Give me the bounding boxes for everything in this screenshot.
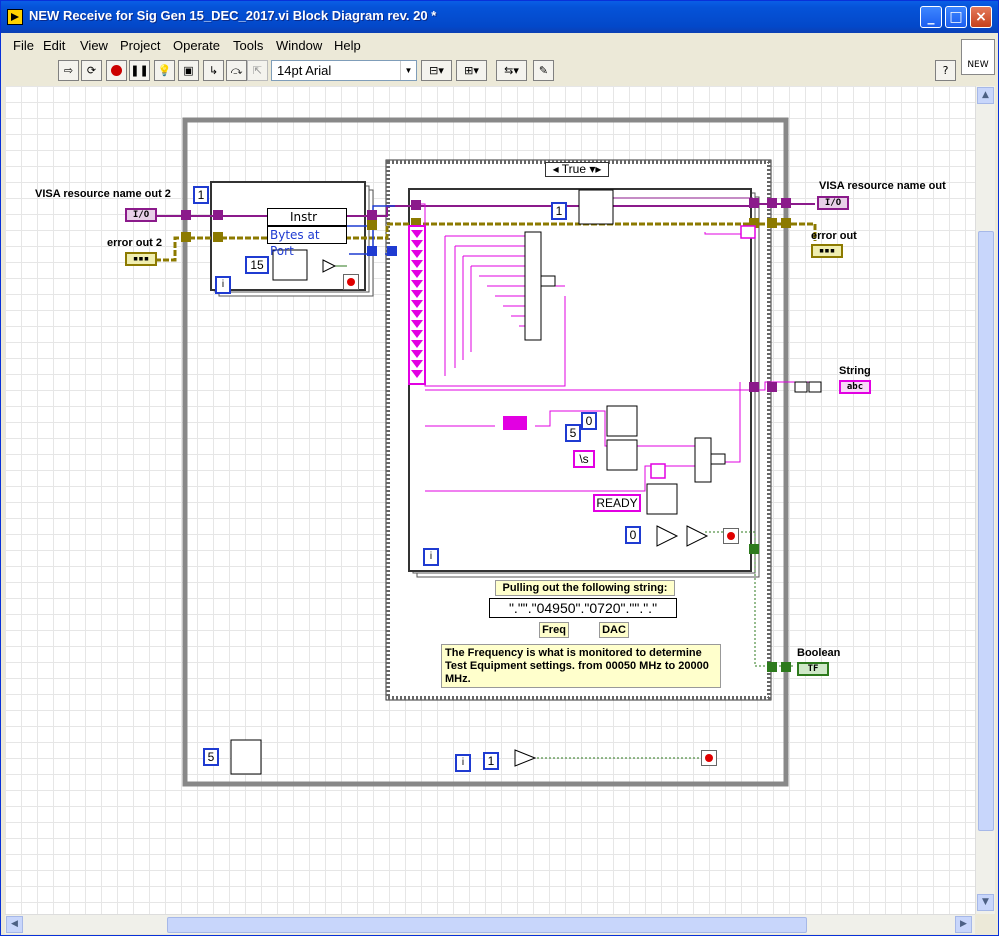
offset-five-constant[interactable]: 5 [565, 424, 581, 442]
abort-icon[interactable] [106, 60, 127, 81]
scroll-left-icon[interactable]: ◀ [6, 916, 23, 933]
highlight-bulb-icon[interactable]: 💡 [154, 60, 175, 81]
outer-stop-icon[interactable] [701, 750, 717, 766]
help-button[interactable]: ? [935, 60, 956, 81]
step-out-icon[interactable]: ⇱ [247, 60, 268, 81]
error-out-label: error out [811, 230, 857, 242]
scroll-down-icon[interactable]: ▼ [977, 894, 994, 911]
reorder-icon[interactable]: ⇆▾ [496, 60, 527, 81]
index-constant[interactable]: 1 [193, 186, 209, 204]
menu-file[interactable]: File [13, 38, 34, 53]
vertical-scrollbar[interactable]: ▲ ▼ [975, 86, 995, 914]
inner-stop-icon[interactable] [343, 274, 359, 290]
menu-help[interactable]: Help [334, 38, 361, 53]
retain-wire-icon[interactable]: ▣ [178, 60, 199, 81]
menu-tools[interactable]: Tools [233, 38, 264, 53]
toolbar: ⇨ ⟳ ❚❚ 💡 ▣ ↳ ⤼ ⇱ ⊟▾ ⊞▾ ⇆▾ ✎ ? [1, 58, 958, 84]
offset-zero-constant[interactable]: 0 [581, 412, 597, 430]
error-out-terminal[interactable]: ▪▪▪ [811, 244, 843, 258]
property-node-instr[interactable]: Instr [267, 208, 347, 226]
outer-iteration-terminal: i [455, 754, 471, 772]
case-prev-arrow[interactable]: ◂ [552, 162, 559, 176]
run-arrow-icon[interactable]: ⇨ [58, 60, 79, 81]
menu-project[interactable]: Project [120, 38, 161, 53]
case-selector[interactable]: ◂ True ▾▸ [545, 162, 609, 177]
outer-wait-constant[interactable]: 5 [203, 748, 219, 766]
step-into-icon[interactable]: ↳ [203, 60, 224, 81]
visa-in-label: VISA resource name out 2 [35, 188, 171, 200]
visa-in-terminal[interactable]: I/O [125, 208, 157, 222]
visa-out-terminal[interactable]: I/O [817, 196, 849, 210]
align-icon[interactable]: ⊟▾ [421, 60, 452, 81]
inner-iteration-terminal: i [215, 276, 231, 294]
case-selector-value: True [561, 162, 586, 176]
window-title: NEW Receive for Sig Gen 15_DEC_2017.vi B… [29, 8, 437, 23]
whitespace-constant[interactable]: \s [573, 450, 595, 468]
error-in-terminal[interactable]: ▪▪▪ [125, 252, 157, 266]
menu-bar: File Edit View Project Operate Tools Win… [1, 34, 958, 56]
dac-note: DAC [599, 622, 629, 638]
distribute-icon[interactable]: ⊞▾ [456, 60, 487, 81]
ready-constant[interactable]: READY [593, 494, 641, 512]
cleanup-icon[interactable]: ✎ [533, 60, 554, 81]
case-stop-icon[interactable] [723, 528, 739, 544]
block-diagram-canvas[interactable]: VISA resource name out 2 I/O error out 2… [5, 86, 975, 914]
boolean-out-label: Boolean [797, 647, 841, 659]
vertical-scroll-thumb[interactable] [978, 231, 994, 831]
vi-icon-new[interactable]: NEW [961, 39, 995, 75]
property-bytes-at-port[interactable]: Bytes at Port [267, 226, 347, 258]
scroll-up-icon[interactable]: ▲ [977, 87, 994, 104]
case-structure [386, 160, 771, 700]
string-out-terminal[interactable]: abc [839, 380, 871, 394]
case-next-arrow[interactable]: ▾▸ [589, 162, 602, 176]
horizontal-scrollbar[interactable]: ◀ ▶ [5, 914, 975, 934]
menu-edit[interactable]: Edit [43, 38, 66, 53]
chevron-down-icon: ▼ [400, 61, 416, 80]
font-select-value: 14pt Arial [277, 63, 332, 78]
run-continuous-icon[interactable]: ⟳ [81, 60, 102, 81]
minimize-button[interactable]: _ [920, 6, 942, 28]
close-button[interactable]: × [970, 6, 992, 28]
step-over-icon[interactable]: ⤼ [226, 60, 247, 81]
labview-vi-icon [7, 9, 23, 25]
read-count-constant[interactable]: 1 [551, 202, 567, 220]
wait-constant[interactable]: 15 [245, 256, 269, 274]
string-out-label: String [839, 365, 871, 377]
case-while-loop [408, 188, 752, 572]
scroll-right-icon[interactable]: ▶ [955, 916, 972, 933]
pulling-value-note: ".""."04950"."0720".""."." [489, 598, 677, 618]
case-iteration-terminal: i [423, 548, 439, 566]
property-instr-text: Instr [290, 210, 318, 224]
menu-operate[interactable]: Operate [173, 38, 220, 53]
outer-while-loop [182, 117, 789, 787]
menu-view[interactable]: View [80, 38, 108, 53]
horizontal-scroll-thumb[interactable] [167, 917, 807, 933]
maximize-button[interactable]: □ [945, 6, 967, 28]
visa-out-label: VISA resource name out [819, 180, 946, 192]
menu-window[interactable]: Window [276, 38, 323, 53]
freq-note: Freq [539, 622, 569, 638]
error-in-label: error out 2 [107, 237, 163, 249]
description-note: The Frequency is what is monitored to de… [441, 644, 721, 688]
font-select[interactable]: 14pt Arial ▼ [271, 60, 417, 81]
outer-compare-constant[interactable]: 1 [483, 752, 499, 770]
compare-zero-constant[interactable]: 0 [625, 526, 641, 544]
boolean-out-terminal[interactable]: TF [797, 662, 829, 676]
pause-icon[interactable]: ❚❚ [129, 60, 150, 81]
pulling-title-note: Pulling out the following string: [495, 580, 675, 596]
title-bar[interactable]: NEW Receive for Sig Gen 15_DEC_2017.vi B… [1, 1, 998, 33]
